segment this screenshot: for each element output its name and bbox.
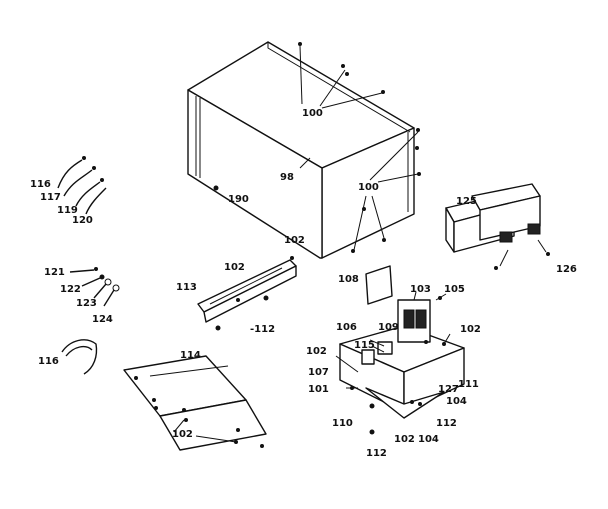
label-104: 104: [418, 434, 439, 445]
label-190: 190: [228, 194, 249, 205]
leaders-100: [299, 45, 419, 251]
label-98: 98: [280, 172, 294, 183]
label-116: 116: [38, 356, 59, 367]
label-115: 115: [354, 340, 375, 351]
cabinet-wrapper: [187, 41, 415, 259]
label-102: 102: [284, 235, 305, 246]
label-100: 100: [302, 108, 323, 119]
label-104: 104: [446, 396, 467, 407]
control-panel-108: [365, 265, 393, 305]
label-118: 116: [30, 179, 51, 190]
label-112: 112: [366, 448, 387, 459]
label-112: 112: [436, 418, 457, 429]
label-112: -112: [250, 324, 275, 335]
label-101: 101: [308, 384, 329, 395]
base-plate-assembly: [335, 291, 465, 435]
label-114: 114: [180, 350, 201, 361]
label-103: 103: [410, 284, 431, 295]
label-111: 111: [458, 379, 479, 390]
label-102: 102: [172, 429, 193, 440]
label-110: 110: [332, 418, 353, 429]
label-102: 102: [394, 434, 415, 445]
label-119: 119: [57, 205, 78, 216]
label-102: 102: [306, 346, 327, 357]
knob-assembly-125: [445, 183, 550, 270]
label-117: 117: [40, 192, 61, 203]
bracket-114: [123, 355, 267, 451]
label-109: 109: [378, 322, 399, 333]
label-126: 126: [556, 264, 577, 275]
label-113: 113: [176, 282, 197, 293]
label-106: 106: [336, 322, 357, 333]
label-123: 123: [76, 298, 97, 309]
label-124: 124: [92, 314, 113, 325]
label-122: 122: [60, 284, 81, 295]
callout-labels: 100 98 190 100 116 117 119 120 125 126 1…: [30, 108, 577, 459]
label-108: 108: [338, 274, 359, 285]
label-100: 100: [358, 182, 379, 193]
label-105: 105: [444, 284, 465, 295]
wire-harness-parts: [57, 156, 120, 375]
label-121: 121: [44, 267, 65, 278]
label-102: 102: [460, 324, 481, 335]
label-127: 127: [438, 384, 459, 395]
label-107: 107: [308, 367, 329, 378]
label-120: 120: [72, 215, 93, 226]
rail-113: [197, 256, 297, 331]
label-102: 102: [224, 262, 245, 273]
label-125: 125: [456, 196, 477, 207]
